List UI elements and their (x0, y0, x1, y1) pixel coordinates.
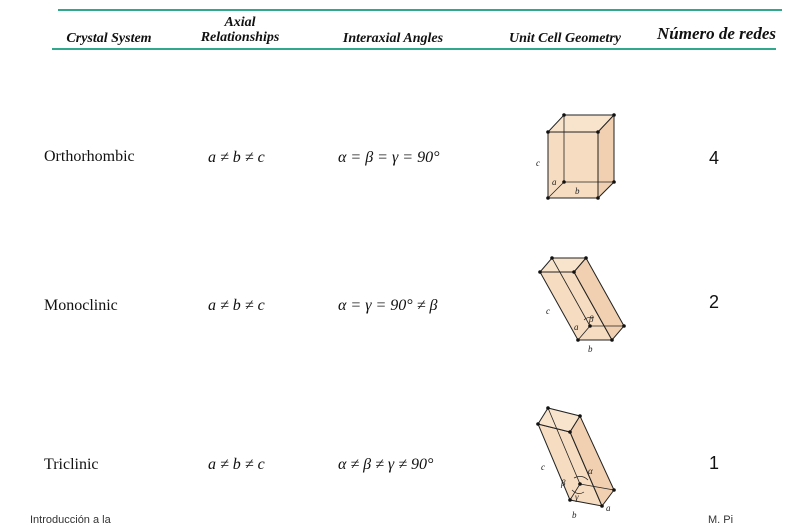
orthorhombic-front-face (547, 131, 599, 199)
header-axial-line1: Axial (224, 15, 256, 30)
footer-right-text: M. Pi (708, 514, 734, 526)
header-unit-cell-geometry: Unit Cell Geometry (509, 31, 621, 46)
orthorhombic-cell-figure: c a b (536, 113, 616, 200)
triclinic-label-gamma: γ (575, 492, 579, 502)
header-top-rule (58, 9, 782, 11)
monoclinic-label-b: b (588, 344, 593, 354)
header-crystal-system: Crystal System (66, 31, 152, 46)
triclinic-label-a: a (606, 503, 611, 513)
row-system-orthorhombic: Orthorhombic (44, 148, 135, 165)
header-axial-line2: Relationships (200, 30, 280, 45)
header-axial-relationships: Axial Relationships (186, 15, 294, 45)
row-axial-triclinic: a ≠ b ≠ c (208, 456, 265, 473)
row-angles-monoclinic: α = γ = 90° ≠ β (338, 297, 438, 314)
row-axial-orthorhombic: a ≠ b ≠ c (208, 149, 265, 166)
row-angles-orthorhombic: α = β = γ = 90° (338, 149, 440, 166)
orthorhombic-label-c: c (536, 158, 540, 168)
triclinic-label-beta: β (560, 478, 566, 488)
row-system-monoclinic: Monoclinic (44, 297, 118, 314)
row-system-triclinic: Triclinic (44, 456, 99, 473)
row-axial-monoclinic: a ≠ b ≠ c (208, 297, 265, 314)
row-count-monoclinic: 2 (708, 292, 719, 312)
triclinic-label-c: c (541, 462, 545, 472)
header-interaxial-angles: Interaxial Angles (342, 31, 444, 46)
row-count-orthorhombic: 4 (708, 148, 719, 168)
orthorhombic-label-a: a (552, 177, 557, 187)
header-numero-de-redes: Número de redes (657, 24, 776, 43)
triclinic-label-alpha: α (588, 466, 593, 476)
monoclinic-label-c: c (546, 306, 550, 316)
header-bottom-rule (52, 48, 776, 50)
monoclinic-label-a: a (574, 322, 579, 332)
orthorhombic-label-b: b (575, 186, 580, 196)
monoclinic-label-beta: β (588, 314, 594, 324)
row-angles-triclinic: α ≠ β ≠ γ ≠ 90° (338, 456, 434, 473)
triclinic-cell-figure: c α β γ b a (536, 406, 616, 520)
footer-left-text: Introducción a la (30, 514, 111, 526)
row-count-triclinic: 1 (708, 453, 719, 473)
triclinic-label-b: b (572, 510, 577, 520)
monoclinic-cell-figure: c a β b (538, 256, 626, 354)
